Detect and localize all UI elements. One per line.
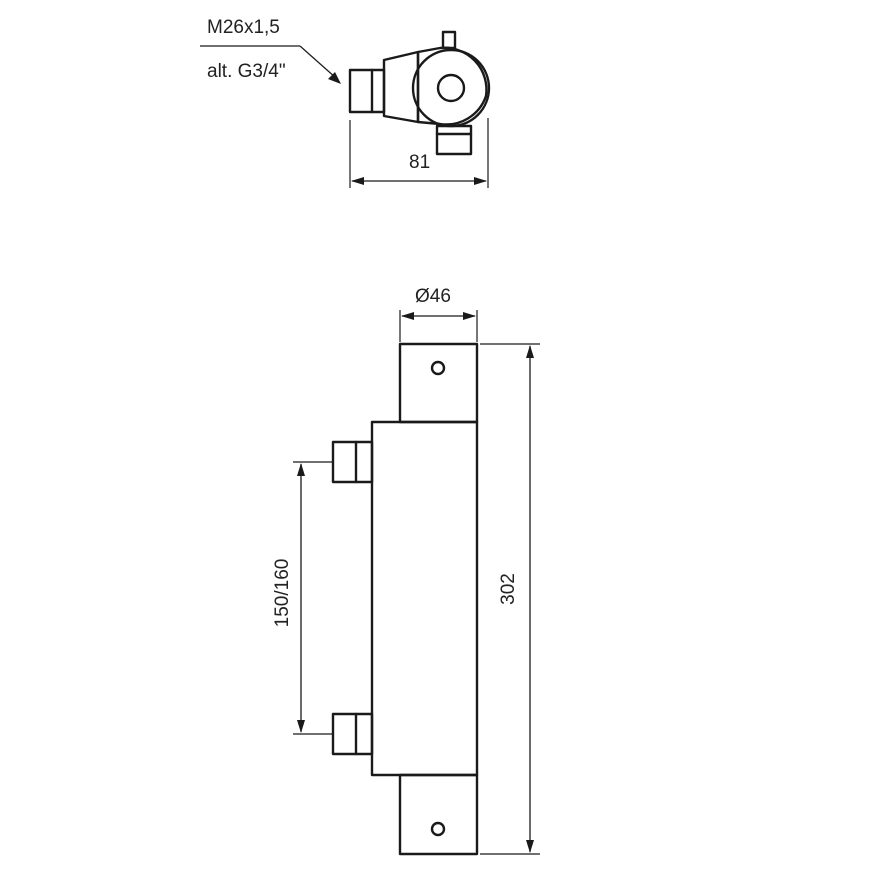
diameter-label: Ø46 xyxy=(415,286,451,307)
height-arrow-top xyxy=(526,345,534,358)
top-handle-center xyxy=(436,73,466,103)
alt-thread-label: alt. G3/4" xyxy=(207,61,286,82)
front-view: Ø46 150/160 302 xyxy=(272,286,540,856)
main-body xyxy=(370,420,479,777)
top-cap-hole xyxy=(430,360,446,376)
thread-leader-diagonal xyxy=(299,45,337,79)
depth-arrow-left xyxy=(351,177,364,185)
thread-label: M26x1,5 xyxy=(207,17,280,38)
top-inlet-nut xyxy=(348,68,386,114)
top-pin xyxy=(441,30,457,50)
top-cap xyxy=(398,342,479,424)
diameter-arrow-left xyxy=(401,312,414,320)
thread-leader-arrowhead xyxy=(328,72,341,84)
height-label: 302 xyxy=(498,573,519,605)
spacing-arrow-top xyxy=(297,463,305,476)
top-outlet-nut xyxy=(435,124,473,156)
bottom-cap-hole xyxy=(430,821,446,837)
depth-label: 81 xyxy=(409,152,430,173)
lower-inlet-connector xyxy=(331,712,374,756)
inlet-spacing-label: 150/160 xyxy=(272,559,293,628)
depth-arrow-right xyxy=(474,177,487,185)
spacing-arrow-bottom xyxy=(297,720,305,733)
bottom-cap xyxy=(398,773,479,856)
top-view: M26x1,5 alt. G3/4" 81 xyxy=(200,17,491,188)
height-arrow-bottom xyxy=(526,840,534,853)
upper-inlet-connector xyxy=(331,440,374,484)
diameter-arrow-right xyxy=(463,312,476,320)
top-handle-ring xyxy=(411,48,491,128)
